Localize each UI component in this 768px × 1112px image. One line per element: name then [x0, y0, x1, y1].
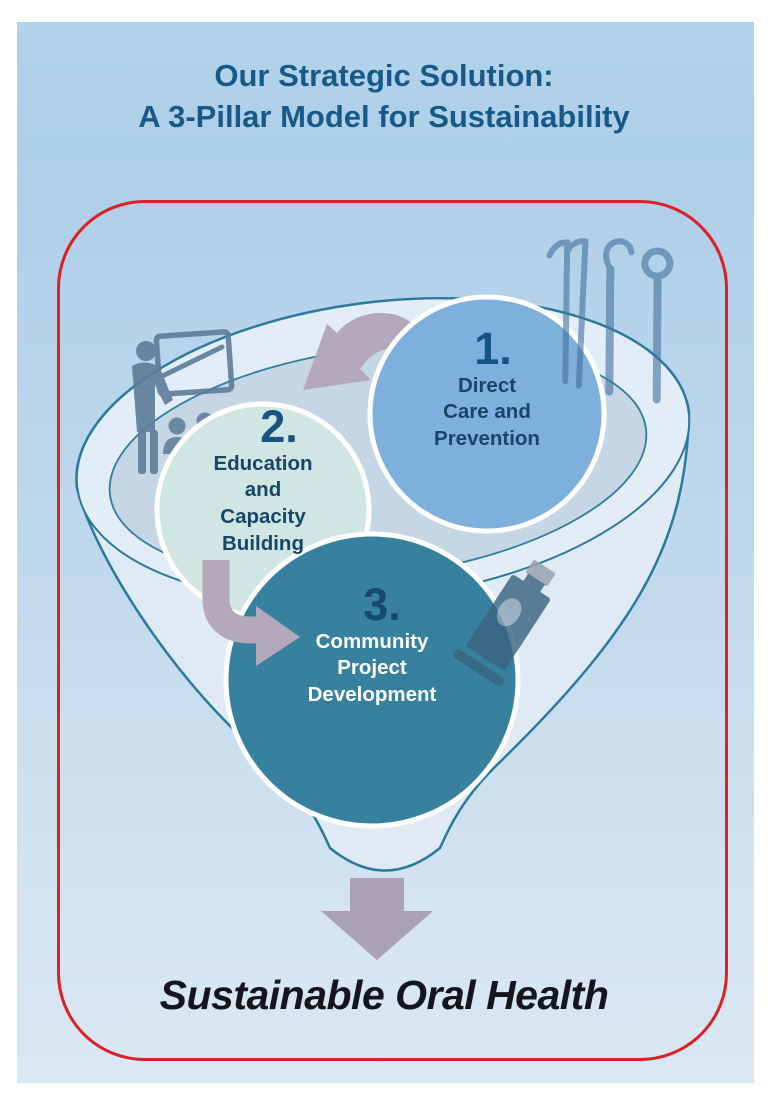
pillar-1-line: Care and	[443, 400, 531, 424]
pillar-3-line: Project	[337, 656, 407, 680]
pillar-1-circle	[367, 294, 607, 534]
pillar-2-label: 2. Education and Capacity Building	[133, 403, 393, 557]
pillar-2-line: Capacity	[220, 505, 306, 529]
pillar-1-line: Direct	[457, 373, 517, 397]
title-line-1: Our Strategic Solution:	[214, 58, 554, 93]
pillar-1-number: 1.	[474, 323, 512, 374]
pillar-1-label: 1. Direct Care and Prevention	[357, 325, 617, 453]
pillar-3-line: Development	[307, 683, 437, 707]
pillar-3-number: 3.	[363, 579, 401, 630]
page-title: Our Strategic Solution: A 3-Pillar Model…	[0, 56, 768, 138]
title-line-2: A 3-Pillar Model for Sustainability	[138, 98, 630, 134]
pillar-3-line: Community	[315, 629, 429, 653]
pillar-3-label: 3. Community Project Development	[242, 581, 502, 709]
pillar-2-number: 2.	[260, 401, 298, 452]
pillar-3-circle	[223, 531, 521, 829]
teacher-presentation-icon	[132, 329, 235, 474]
dental-tools-icon	[546, 238, 674, 404]
pillar-1-line: Prevention	[434, 427, 540, 451]
bent-arrow-icon	[202, 560, 300, 666]
red-rounded-frame	[57, 200, 728, 1061]
down-arrow-icon	[321, 878, 433, 960]
pillar-2-line: and	[244, 478, 282, 502]
pillar-2-line: Building	[222, 531, 304, 555]
toothpaste-tube-icon	[453, 560, 555, 687]
outcome-label: Sustainable Oral Health	[159, 972, 609, 1018]
pillar-2-line: Education	[213, 451, 313, 475]
